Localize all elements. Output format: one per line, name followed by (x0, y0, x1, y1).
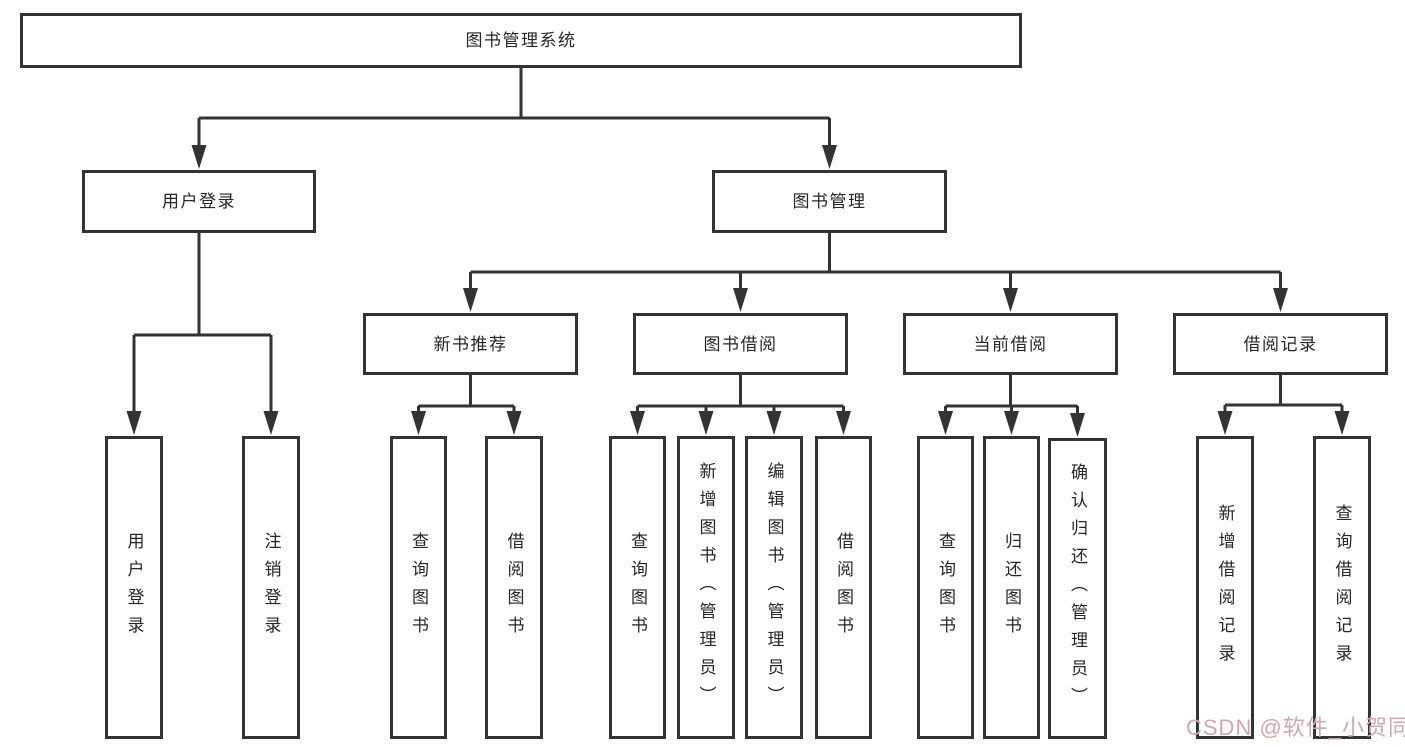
arrowhead (1004, 411, 1019, 435)
node-label-nb-query: 查询图书 (409, 531, 428, 644)
arrowhead (938, 411, 953, 435)
arrowhead (836, 411, 851, 435)
node-root: 图书管理系统 (20, 13, 1022, 68)
node-user-login: 用户登录 (105, 436, 163, 739)
node-label-user-login: 用户登录 (124, 531, 144, 644)
node-bw-add: 新增图书（管理员） (677, 436, 735, 739)
node-label-borrow: 图书借阅 (703, 334, 778, 354)
arrowhead (822, 145, 837, 169)
node-bw-query: 查询图书 (609, 436, 666, 739)
arrowhead (411, 411, 426, 435)
node-label-cb-confirm: 确认归还（管理员） (1068, 462, 1087, 715)
node-label-login: 用户登录 (162, 192, 236, 211)
node-records: 借阅记录 (1173, 313, 1388, 375)
node-label-bw-add: 新增图书（管理员） (696, 461, 716, 714)
node-label-rec-add: 新增借阅记录 (1215, 503, 1235, 672)
node-rec-add: 新增借阅记录 (1196, 436, 1254, 739)
node-cb-return: 归还图书 (983, 436, 1040, 739)
node-rec-query: 查询借阅记录 (1313, 436, 1371, 739)
arrowhead (263, 411, 279, 435)
node-nb-query: 查询图书 (390, 436, 447, 739)
node-label-bw-borrow: 借阅图书 (834, 531, 853, 644)
arrowhead (506, 411, 522, 435)
node-label-cb-query: 查询图书 (936, 531, 955, 644)
arrowhead (126, 411, 142, 435)
node-label-mgmt: 图书管理 (792, 192, 867, 211)
arrowhead (463, 288, 478, 312)
node-label-logout: 注销登录 (261, 531, 281, 644)
node-logout: 注销登录 (242, 436, 300, 739)
connector-path (132, 68, 1344, 417)
node-borrow: 图书借阅 (633, 313, 848, 375)
node-label-bw-query: 查询图书 (628, 531, 647, 644)
node-label-root: 图书管理系统 (465, 31, 577, 50)
node-label-newbook: 新书推荐 (433, 334, 508, 354)
arrowhead (630, 411, 645, 435)
node-label-cb-return: 归还图书 (1002, 531, 1021, 644)
node-label-nb-borrow: 借阅图书 (504, 531, 524, 644)
node-cb-confirm: 确认归还（管理员） (1048, 438, 1107, 739)
arrowhead (1003, 288, 1018, 312)
watermark: CSDN @软件_小贺同学 (1186, 715, 1405, 740)
node-nb-borrow: 借阅图书 (485, 436, 543, 739)
arrowhead (766, 411, 782, 435)
node-current: 当前借阅 (903, 313, 1118, 375)
node-label-records: 借阅记录 (1243, 334, 1318, 354)
node-label-current: 当前借阅 (973, 334, 1048, 354)
node-newbook: 新书推荐 (363, 313, 578, 375)
node-mgmt: 图书管理 (712, 170, 947, 233)
arrowhead (1217, 411, 1233, 435)
arrowhead (1070, 413, 1085, 437)
node-bw-edit: 编辑图书（管理员） (745, 436, 803, 739)
arrowhead (698, 411, 714, 435)
arrowhead (733, 288, 748, 312)
node-cb-query: 查询图书 (917, 436, 974, 739)
arrowhead (191, 145, 207, 169)
node-label-rec-query: 查询借阅记录 (1332, 503, 1352, 672)
arrowhead (1273, 288, 1288, 312)
node-bw-borrow: 借阅图书 (815, 436, 872, 739)
node-login: 用户登录 (82, 170, 316, 233)
arrowhead (1334, 411, 1350, 435)
node-label-bw-edit: 编辑图书（管理员） (764, 461, 784, 714)
